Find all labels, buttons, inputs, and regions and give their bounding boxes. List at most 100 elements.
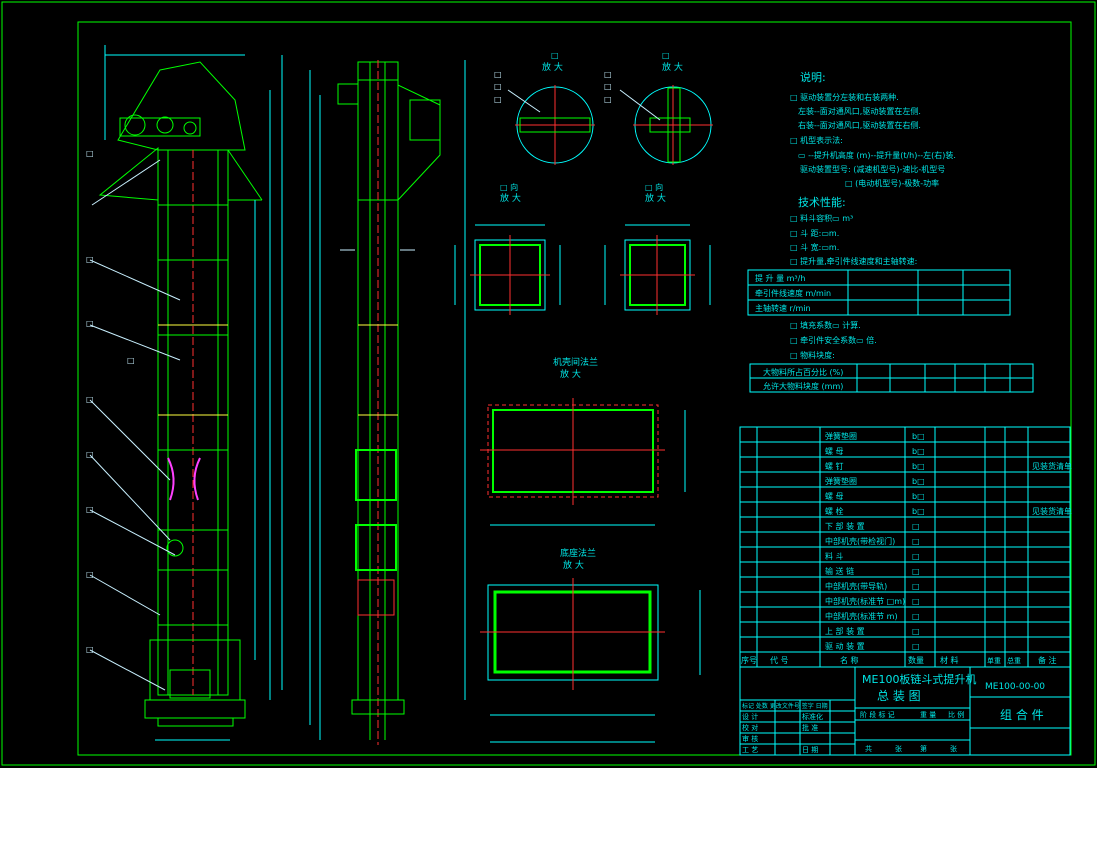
parts-row-material: b□	[912, 477, 925, 486]
parts-row-material: □	[912, 552, 920, 561]
svg-text:□: □	[86, 395, 94, 404]
parts-row-name: 中部机壳(标准节 m)	[825, 611, 898, 621]
header-cell: 代 号	[770, 655, 789, 665]
title-stage: 比 例	[948, 710, 964, 719]
title-mid: 标准化	[802, 712, 823, 721]
tech-title: 技术性能:	[798, 195, 846, 209]
svg-text:□: □	[604, 70, 612, 79]
parts-row-material: b□	[912, 492, 925, 501]
svg-text:□: □	[127, 356, 135, 365]
title-drawing: 总 装 图	[877, 689, 921, 703]
cad-drawing: □ □ □ □ □ □ □ □ □ □	[1, 1, 1096, 766]
tech-line: □ 料斗容积▭ m³	[790, 213, 853, 223]
svg-text:□: □	[86, 645, 94, 654]
notes-block: 说明: □ 驱动装置分左装和右装两种. 左装--面对通风口,驱动装置在左侧. 右…	[790, 70, 956, 360]
base-flange-view: 底座法兰 放 大	[480, 547, 701, 743]
title-row: 审 核	[742, 734, 758, 743]
svg-text:□: □	[494, 82, 502, 91]
svg-text:□: □	[604, 82, 612, 91]
title-mid: 日 期	[802, 746, 818, 754]
flange1-scale: 放 大	[560, 368, 581, 380]
title-category: 组 合 件	[1000, 707, 1044, 722]
parts-row-material: □	[912, 597, 920, 606]
section-view-2: □ 向 放 大	[604, 182, 711, 315]
front-elevation-view	[89, 45, 311, 741]
parts-row-name: 螺 母	[825, 446, 844, 456]
notes-line: 驱动装置型号: (减速机型号)-速比-机型号	[800, 164, 945, 174]
title-bottom: 张	[950, 744, 957, 753]
side-elevation-view	[319, 60, 466, 745]
title-model: ME100板链斗式提升机	[862, 672, 976, 686]
title-stage: 阶 段 标 记	[860, 710, 895, 719]
tech-line: □ 物料块度:	[790, 350, 835, 360]
svg-text:□: □	[86, 319, 94, 328]
lump-table	[749, 363, 1034, 393]
parts-row-name: 驱 动 装 置	[825, 641, 865, 651]
parts-row-material: b□	[912, 432, 925, 441]
svg-text:□: □	[86, 505, 94, 514]
parts-row-material: □	[912, 642, 920, 651]
flange2-label: 底座法兰	[560, 547, 596, 559]
sec1-scale: 放 大	[500, 192, 521, 204]
inner-border	[77, 21, 1072, 756]
perf-row-label: 提 升 量 m³/h	[755, 273, 805, 283]
parts-row-material: □	[912, 627, 920, 636]
perf-row-label: 牵引件线速度 m/min	[755, 288, 831, 298]
title-bottom: 共	[865, 744, 872, 753]
parts-row-name: 输 送 链	[825, 566, 854, 576]
parts-row-material: □	[912, 567, 920, 576]
parts-row-name: 螺 栓	[825, 506, 844, 516]
flange2-scale: 放 大	[563, 559, 584, 571]
sec2-scale: 放 大	[645, 192, 666, 204]
parts-row-name: 料 斗	[825, 551, 844, 561]
svg-text:□: □	[604, 95, 612, 104]
title-bottom: 第	[920, 744, 927, 753]
tech-line: □ 提升量,牵引件线速度和主轴转速:	[790, 256, 917, 266]
lump-table-labels: 大物料所占百分比 (%) 允许大物料块度 (mm)	[763, 367, 843, 391]
parts-header: 序号 代 号 名 称 数量 材 料 单重 总重 备 注	[741, 655, 1057, 665]
parts-row-name: 中部机壳(带导轨)	[825, 581, 887, 591]
lump-row-label: 大物料所占百分比 (%)	[763, 367, 843, 377]
notes-line: 右装--面对通风口,驱动装置在右侧.	[798, 120, 921, 130]
header-cell: 名 称	[840, 655, 859, 665]
outer-border	[1, 1, 1096, 766]
parts-row-name: 螺 母	[825, 491, 844, 501]
performance-table	[747, 269, 1011, 316]
notes-line: □ 驱动装置分左装和右装两种.	[790, 92, 899, 102]
header-cell: 总重	[1007, 656, 1021, 665]
parts-row-material: □	[912, 522, 920, 531]
notes-line: 左装--面对通风口,驱动装置在左侧.	[798, 106, 921, 116]
header-cell: 序号	[741, 655, 757, 665]
notes-line: □ (电动机型号)-极数-功率	[845, 178, 939, 188]
parts-row-material: □	[912, 582, 920, 591]
title-block-text: ME100板链斗式提升机 总 装 图 ME100-00-00 组 合 件 标记 …	[742, 672, 1045, 754]
title-stage: 重 量	[920, 711, 936, 719]
svg-text:□: □	[86, 255, 94, 264]
tech-line: □ 斗 距:▭m.	[790, 229, 839, 238]
parts-row-name: 中部机壳(标准节 □m)	[825, 596, 905, 606]
parts-row-material: □	[912, 537, 920, 546]
lump-row-label: 允许大物料块度 (mm)	[763, 381, 843, 391]
svg-text:□: □	[86, 570, 94, 579]
title-block-grid	[739, 666, 1071, 756]
title-row: 工 艺	[742, 746, 758, 754]
perf-row-label: 主轴转速 r/min	[755, 303, 811, 313]
parts-row-material: b□	[912, 462, 925, 471]
detail2-label: □	[662, 51, 670, 60]
parts-row-name: 上 部 装 置	[825, 626, 865, 636]
detail-view-2: □ 放 大 □ □ □	[604, 51, 713, 165]
tech-line: □ 牵引件安全系数▭ 倍.	[790, 335, 877, 345]
title-mid: 批 准	[802, 723, 818, 732]
title-row: 校 对	[742, 723, 758, 732]
svg-text:□: □	[494, 70, 502, 79]
detail-view-1: □ 放 大 □ □ □	[494, 51, 595, 165]
tech-line: □ 填充系数▭ 计算.	[790, 320, 861, 330]
notes-line: □ 机型表示法:	[790, 135, 843, 145]
parts-row-remark: 见装货清单	[1032, 461, 1072, 471]
svg-text:□: □	[494, 95, 502, 104]
parts-row-name: 中部机壳(带检视门)	[825, 536, 895, 546]
parts-row-name: 弹簧垫圈	[825, 476, 857, 486]
drawing-sheet: □ □ □ □ □ □ □ □ □ □	[0, 0, 1097, 768]
header-cell: 材 料	[940, 655, 959, 665]
